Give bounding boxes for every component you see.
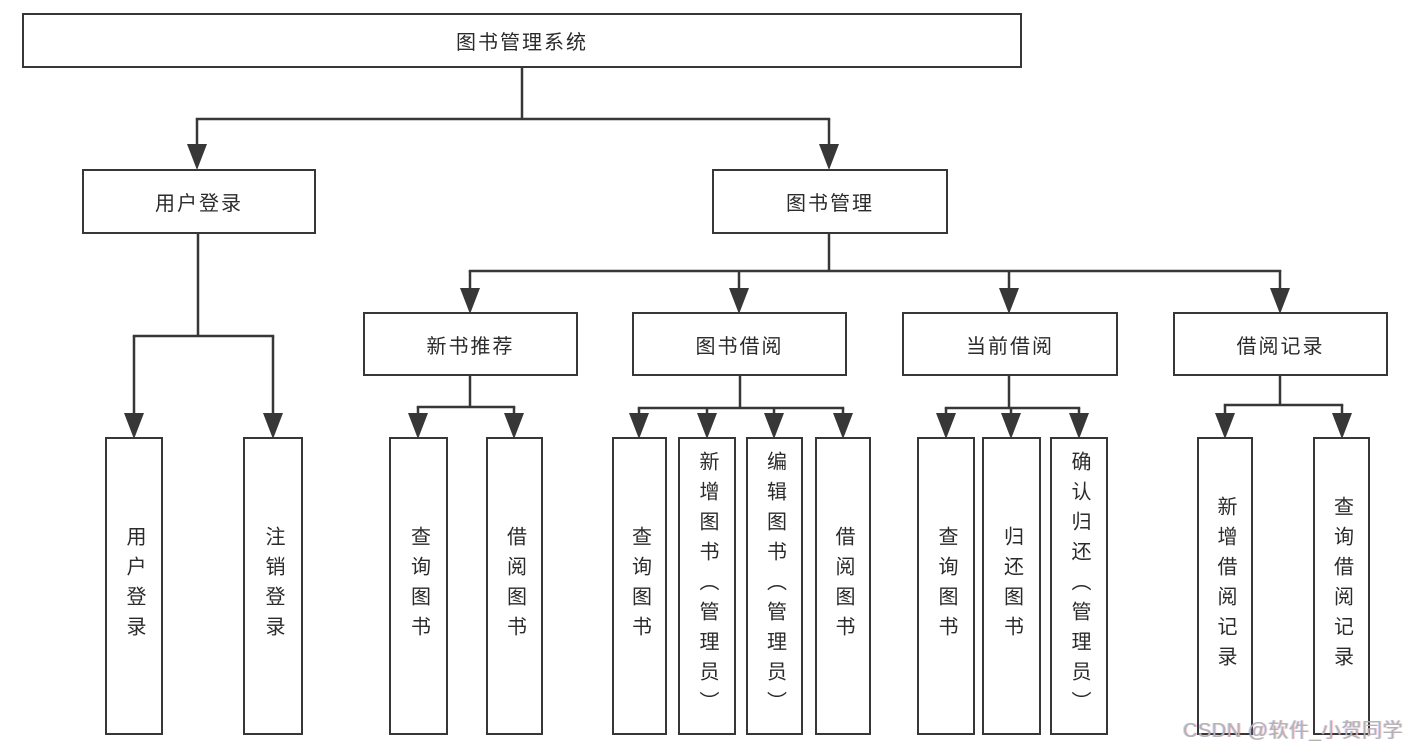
node-label: 用户登录 (155, 193, 243, 215)
node-new-book-recommend: 新书推荐 (363, 312, 578, 376)
node-label: 当前借阅 (966, 335, 1054, 358)
leaf-query-books: 查询图书 (612, 437, 667, 735)
node-label: 图书借阅 (695, 335, 784, 358)
leaf-query-books: 查询图书 (389, 437, 448, 735)
leaf-edit-books-admin: 编辑图书（管理员） (746, 437, 803, 735)
node-book-borrow: 图书借阅 (632, 312, 847, 376)
node-root-system: 图书管理系统 (22, 13, 1022, 68)
csdn-watermark: CSDN @软件_小贺同学 (1183, 720, 1404, 742)
node-borrow-records: 借阅记录 (1173, 312, 1388, 376)
node-label: 图书管理系统 (456, 32, 588, 54)
leaf-user-login: 用户登录 (105, 437, 163, 735)
node-label: 新书推荐 (426, 335, 515, 358)
leaf-query-books: 查询图书 (917, 437, 975, 735)
node-current-borrow: 当前借阅 (902, 312, 1118, 376)
leaf-borrow-books: 借阅图书 (815, 437, 871, 735)
leaf-return-books: 归还图书 (982, 437, 1041, 735)
node-user-login: 用户登录 (82, 169, 316, 234)
leaf-confirm-return-admin: 确认归还（管理员） (1050, 437, 1108, 735)
node-book-management: 图书管理 (712, 169, 948, 234)
node-label: 图书管理 (786, 193, 874, 215)
leaf-logout: 注销登录 (243, 437, 303, 735)
leaf-borrow-books: 借阅图书 (486, 437, 543, 735)
leaf-query-borrow-record: 查询借阅记录 (1313, 437, 1370, 735)
leaf-add-books-admin: 新增图书（管理员） (678, 437, 736, 735)
leaf-add-borrow-record: 新增借阅记录 (1197, 437, 1253, 735)
arrowheads (124, 144, 1352, 439)
node-label: 借阅记录 (1236, 335, 1325, 358)
